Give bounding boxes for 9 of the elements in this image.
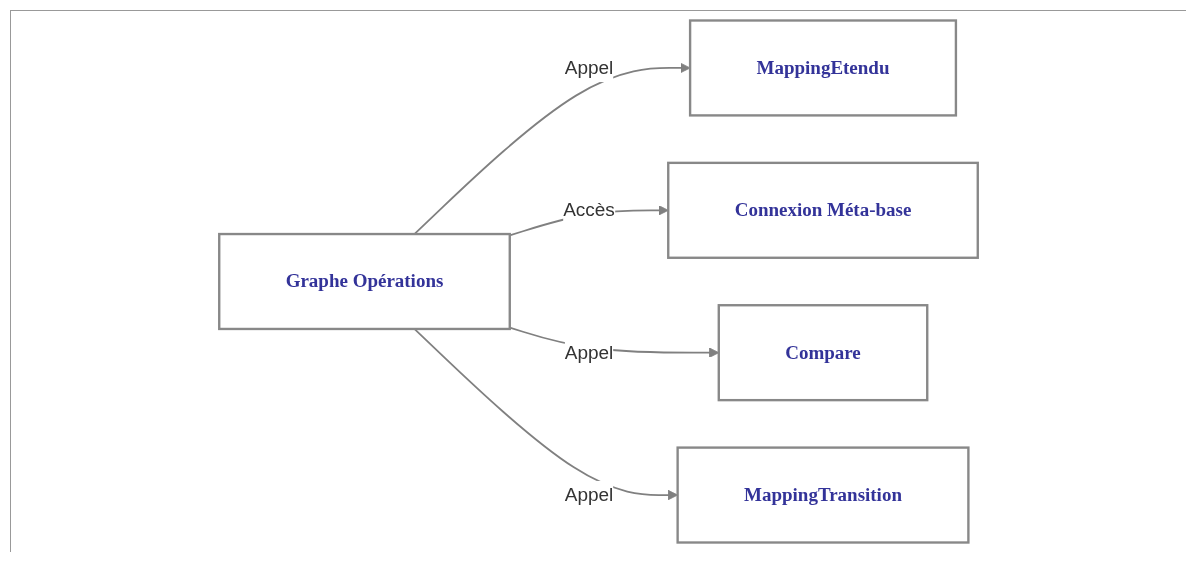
edge-label: Appel <box>564 57 614 78</box>
node-box: MappingEtendu <box>688 19 958 117</box>
node-box: Graphe Opérations <box>218 232 511 331</box>
edge-label: Appel <box>564 342 614 363</box>
node-box: Connexion Méta-base <box>667 161 979 259</box>
edge-label: Appel <box>564 484 614 505</box>
edge-label: Accès <box>563 199 615 220</box>
node-box: Compare <box>717 304 929 402</box>
node-box: MappingTransition <box>676 446 970 544</box>
